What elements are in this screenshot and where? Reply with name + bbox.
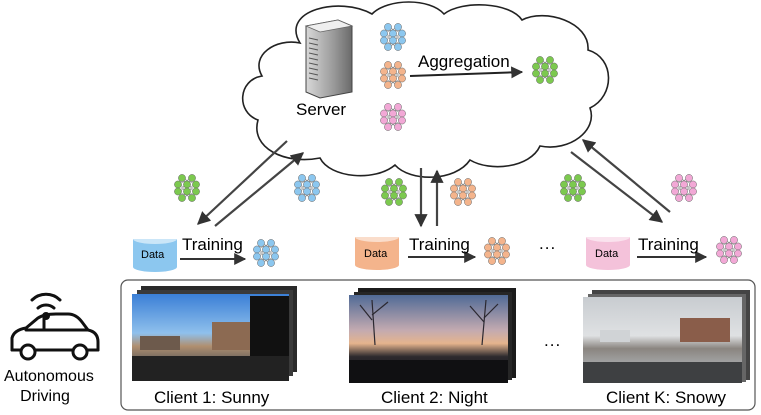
aggregation-arrow [409, 66, 524, 79]
client-1-data-label: Data [141, 249, 165, 261]
client-k-caption: Client K: Snowy [606, 388, 726, 407]
client-2-training-label: Training [409, 235, 470, 254]
client-2-data-cylinder [355, 232, 399, 270]
client-1-local-model [253, 239, 279, 267]
client-k-model-upload [671, 174, 697, 202]
aggregation-label: Aggregation [418, 52, 510, 71]
global-model-to-client-1 [174, 174, 200, 202]
communication-arrows [197, 139, 671, 228]
client-1-training-label: Training [182, 235, 243, 254]
aggregated-global-model [532, 56, 558, 84]
client-2-data-label: Data [364, 248, 388, 260]
server-label: Server [296, 100, 347, 119]
server-icon [304, 19, 354, 99]
server-cloud [241, 1, 610, 178]
client-1-data-cylinder [133, 234, 177, 272]
client-1-image-stack [132, 286, 297, 381]
client-1-model-in-server [380, 23, 406, 51]
ellipsis-top: ... [539, 234, 557, 253]
client-2-caption: Client 2: Night [381, 388, 488, 407]
client-1-caption: Client 1: Sunny [154, 388, 270, 407]
global-model-to-client-2 [381, 178, 407, 206]
client-k-data-label: Data [595, 248, 619, 260]
client-k-local-model [716, 236, 742, 264]
client-k-data-cylinder [586, 232, 630, 270]
client-1-model-upload [294, 174, 320, 202]
client-2-local-model [484, 237, 510, 265]
car-wifi-icon [10, 292, 100, 361]
client-2-image-stack [349, 288, 516, 383]
vehicle-label: Autonomous Driving [4, 368, 94, 405]
client-2-model-in-server [380, 61, 406, 89]
ellipsis-bottom: ... [544, 331, 562, 350]
client-k-image-stack [583, 290, 750, 383]
client-k-model-in-server [380, 103, 406, 131]
client-2-model-upload [450, 178, 476, 206]
global-model-to-client-k [560, 174, 586, 202]
client-k-training-label: Training [638, 235, 699, 254]
